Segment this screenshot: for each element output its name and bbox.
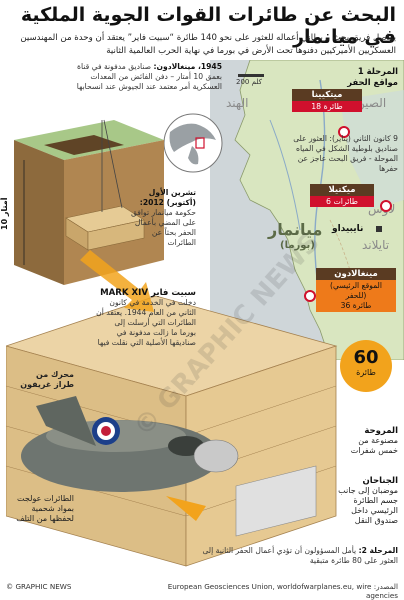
site-marker-mingaladon bbox=[304, 290, 316, 302]
total-unit: طائرة bbox=[356, 368, 376, 377]
globe-inset bbox=[163, 113, 223, 173]
site-mingaladon-count: 36 طائرة bbox=[340, 301, 372, 310]
site-myitkyina-name: ميتكيينا bbox=[292, 89, 362, 101]
site-meiktila: ميكتيلا 6 طائرات bbox=[310, 184, 374, 207]
scale-bar bbox=[238, 74, 264, 77]
phase2-note: المرحلة 2: يأمل المسؤولون أن تؤدي أعمال … bbox=[186, 546, 398, 566]
site-meiktila-name: ميكتيلا bbox=[310, 184, 374, 196]
note-1945-year: 1945، مينغالادون: bbox=[153, 62, 223, 71]
note-1945: 1945، مينغالادون: صناديق مدفونة في قناة … bbox=[74, 62, 222, 92]
wings-title: الجناحان bbox=[362, 476, 398, 486]
map-country-alt: (بورما) bbox=[280, 240, 315, 251]
phase2-title: المرحلة 2: bbox=[358, 546, 398, 555]
aircraft-note: الطائرات عولجت بمواد شحمية لحفظها من الت… bbox=[16, 494, 74, 523]
engine-label: محرك من طراز غريفون bbox=[20, 370, 74, 389]
crate-diagram bbox=[6, 295, 338, 567]
intro-text: يواصل فريق بحث بريطاني أعماله للعثور على… bbox=[20, 33, 396, 56]
phase1-subtitle: مواقع الحفر bbox=[347, 77, 398, 87]
site-marker-meiktila bbox=[380, 200, 392, 212]
depth-label: 10 أمتار bbox=[0, 197, 9, 231]
footer-source: المصدر: European Geosciences Union, worl… bbox=[167, 582, 398, 600]
wings-text: موضبان إلى جانب جسم الطائرة الرئيسي داخل… bbox=[338, 486, 398, 525]
total-number: 60 bbox=[353, 347, 379, 368]
oct-2012-title: تشرين الأول (أكتوبر) 2012: bbox=[139, 188, 196, 207]
excavation-diagram bbox=[14, 119, 164, 285]
site-mingaladon: مينغالادون (الموقع الرئيسي للحفر) 36 طائ… bbox=[316, 268, 396, 312]
phase1-title: المرحلة 1 bbox=[357, 66, 398, 76]
site-mingaladon-sub: (الموقع الرئيسي للحفر) bbox=[330, 281, 382, 300]
site-myitkyina: ميتكيينا 18 طائرة bbox=[292, 89, 362, 112]
scale-label: 200 كلم bbox=[236, 78, 262, 86]
page-title: البحث عن طائرات القوات الجوية الملكية في… bbox=[20, 4, 396, 48]
site-mingaladon-details: (الموقع الرئيسي للحفر) 36 طائرة bbox=[316, 280, 396, 312]
connector-arrow bbox=[80, 250, 154, 312]
site-marker-capital bbox=[376, 226, 382, 232]
site-meiktila-count: 6 طائرات bbox=[310, 196, 374, 207]
total-badge: 60 طائرة bbox=[340, 340, 392, 392]
spitfire-title: سبيت فاير MARK XIV bbox=[100, 288, 196, 298]
footer-credit: © GRAPHIC NEWS bbox=[6, 582, 72, 591]
spitfire-note: سبيت فاير MARK XIV دخلت في الخدمة في كان… bbox=[96, 288, 196, 348]
site-marker-myitkyina bbox=[338, 126, 350, 138]
propeller-text: مصنوعة من خمس شفرات bbox=[350, 436, 398, 455]
propeller-title: المروحة bbox=[364, 426, 398, 436]
phase1-label: المرحلة 1 مواقع الحفر bbox=[336, 66, 398, 88]
site-mingaladon-name: مينغالادون bbox=[316, 268, 396, 280]
map-country-name: ميانمار bbox=[268, 220, 323, 239]
oct-2012-note: تشرين الأول (أكتوبر) 2012: حكومة ميانمار… bbox=[124, 188, 196, 248]
map-china: الصين bbox=[356, 96, 387, 110]
map-thailand: تايلاند bbox=[362, 238, 390, 252]
phase2-text: يأمل المسؤولون أن تؤدي أعمال الحفر الثان… bbox=[202, 546, 398, 565]
spitfire-text: دخلت في الخدمة في كانون الثاني من العام … bbox=[96, 298, 196, 347]
note-1945-text: صناديق مدفونة في قناة بعمق 10 أمتار – دف… bbox=[76, 62, 222, 91]
map-india: الهند bbox=[226, 96, 249, 110]
map-capital: نايبيداو bbox=[332, 224, 364, 234]
propeller-label: المروحة مصنوعة من خمس شفرات bbox=[338, 426, 398, 456]
site-myitkyina-count: 18 طائرة bbox=[292, 101, 362, 112]
oct-2012-text: حكومة ميانمار توافق على المضي بأعمال الح… bbox=[130, 208, 196, 247]
wings-label: الجناحان موضبان إلى جانب جسم الطائرة الر… bbox=[328, 476, 398, 526]
jan-note: 9 كانون الثاني (يناير): العثور على صنادي… bbox=[293, 134, 398, 173]
